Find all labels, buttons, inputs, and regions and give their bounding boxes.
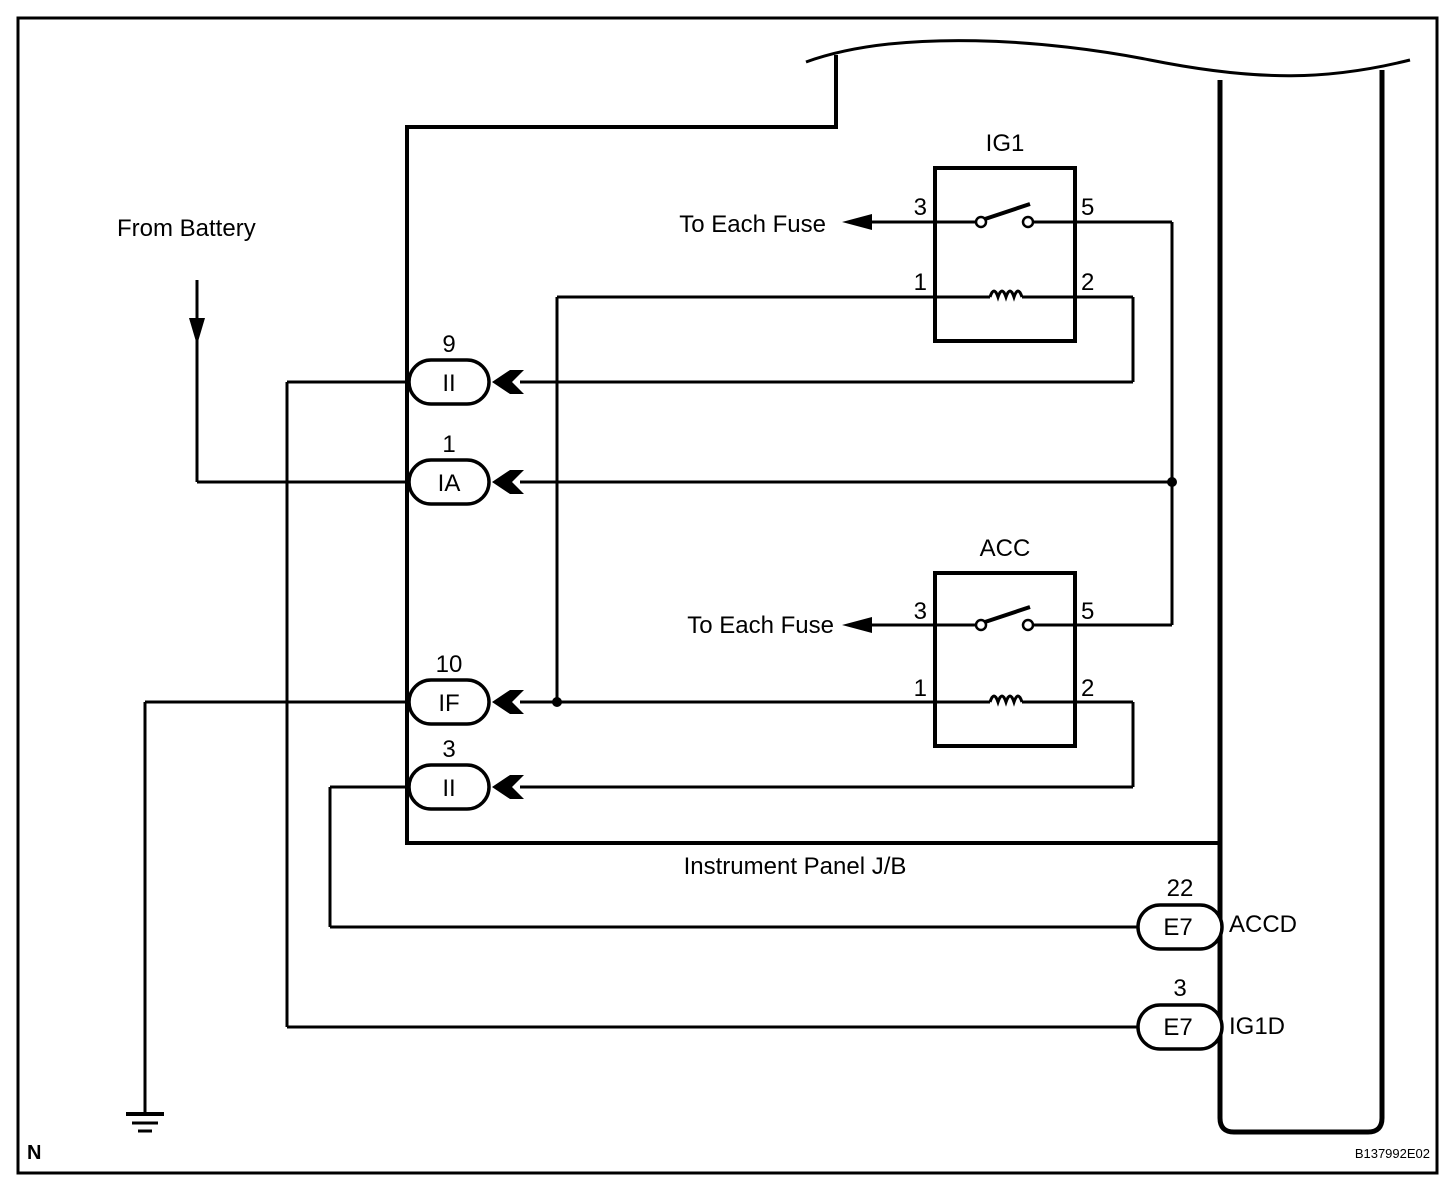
switch-blade-icon [984,202,1031,221]
pin-label: 5 [1081,598,1094,625]
frame-label: N [27,1142,41,1164]
coil-icon [988,694,1024,707]
connector-pin: 3 [442,736,455,763]
connector-code: E7 [1163,1014,1192,1041]
relay-acc-box [933,571,1077,748]
connector-pin: 22 [1167,875,1194,902]
relay-acc-name: ACC [980,535,1031,562]
pin-label: 1 [914,675,927,702]
arrow-left-icon [842,617,872,633]
switch-contact-icon [1021,618,1035,632]
ecu-connector [1136,903,1224,951]
jb-connector [407,763,524,811]
relay-ig1-name: IG1 [986,130,1025,157]
splice-point-icon [1167,477,1177,487]
signal-label: IG1D [1229,1013,1285,1040]
connector-pin: 10 [436,651,463,678]
pin-label: 2 [1081,269,1094,296]
battery-label: From Battery [117,215,256,242]
switch-contact-icon [974,618,988,632]
signal-label: ACCD [1229,911,1297,938]
connector-arrow-icon [492,470,524,494]
connector-pin: 3 [1173,975,1186,1002]
relay-ig1-box [933,166,1077,343]
pin-label: 3 [914,598,927,625]
connector-arrow-icon [492,775,524,799]
jb-connector [407,678,524,726]
connector-code: II [442,370,455,397]
switch-contact-icon [1021,215,1035,229]
ecu-break-line [805,39,1411,78]
connector-code: II [442,775,455,802]
connector-arrow-icon [492,690,524,714]
ground-icon [126,1112,164,1133]
coil-icon [988,289,1024,302]
relay-acc [557,571,1172,748]
ecu-outline [1217,70,1385,1135]
junction-block-outline [405,55,1220,845]
connector-code: IF [438,690,459,717]
jb-connector [407,458,524,506]
switch-blade-icon [984,605,1031,624]
jb-connector [407,358,524,406]
ig1-output-label: To Each Fuse [679,211,826,238]
arrow-left-icon [842,214,872,230]
splice-point-icon [552,697,562,707]
pin-label: 5 [1081,194,1094,221]
connector-arrow-icon [492,370,524,394]
ecu-connector [1136,1003,1224,1051]
relay-ig1 [557,166,1172,343]
pin-label: 1 [914,269,927,296]
arrow-down-icon [189,318,205,345]
pin-label: 2 [1081,675,1094,702]
connector-pin: 9 [442,331,455,358]
diagram-frame [16,16,1439,1175]
junction-block-label: Instrument Panel J/B [684,853,907,880]
switch-contact-icon [974,215,988,229]
connector-pin: 1 [442,431,455,458]
connector-code: IA [438,470,461,497]
pin-label: 3 [914,194,927,221]
connector-code: E7 [1163,914,1192,941]
drawing-id: B137992E02 [1355,1146,1430,1161]
acc-output-label: To Each Fuse [687,612,834,639]
